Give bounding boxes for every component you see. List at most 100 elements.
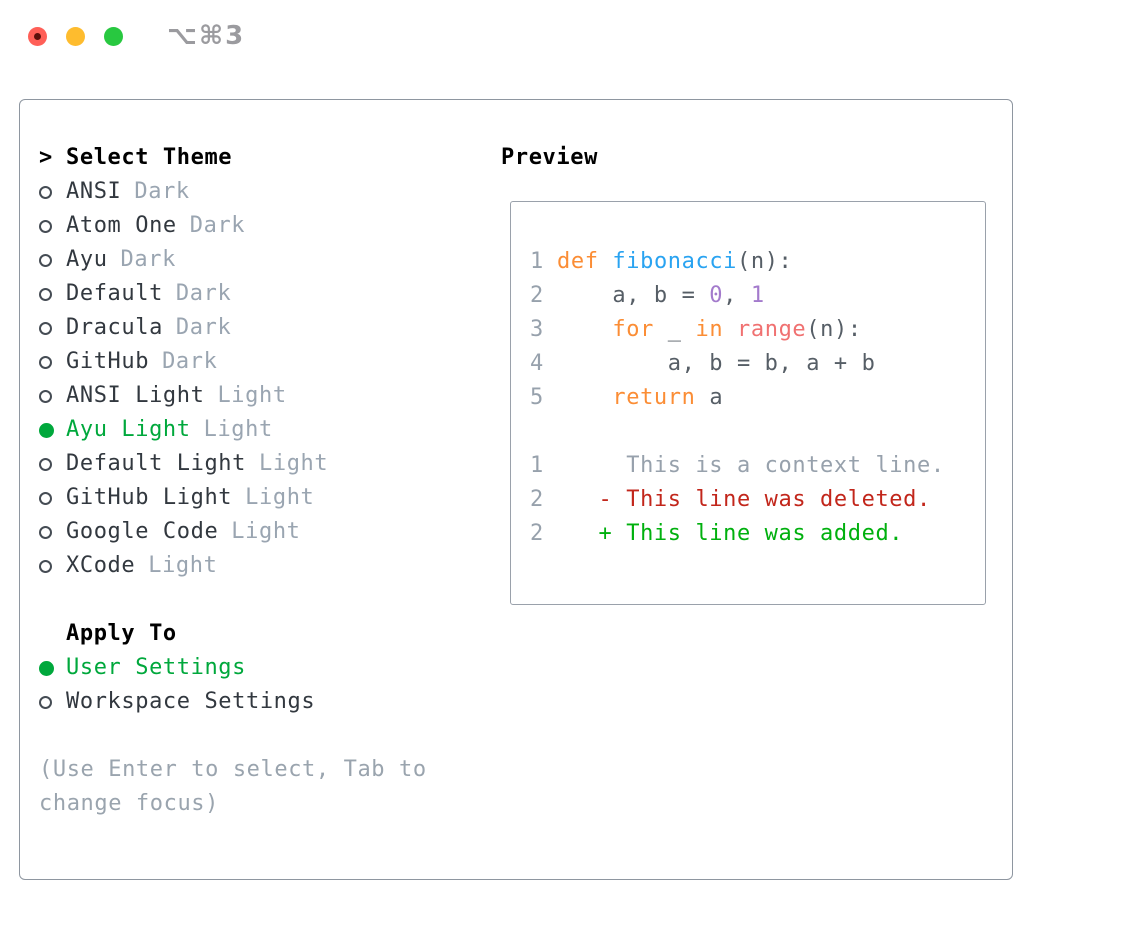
theme-item-tag: Dark: [120, 247, 176, 272]
code-token: 1: [750, 283, 765, 308]
theme-item[interactable]: XCode Light: [39, 549, 491, 583]
radio-marker: [39, 185, 66, 199]
radio-icon: [39, 422, 54, 438]
line-number: 3: [530, 317, 544, 342]
apply-to-list: User Settings Workspace Settings: [39, 651, 491, 719]
apply-to-option-label: Workspace Settings: [66, 689, 316, 714]
select-theme-title: Select Theme: [66, 145, 233, 170]
theme-item[interactable]: Google Code Light: [39, 515, 491, 549]
line-content: def fibonacci(n):: [557, 245, 792, 279]
theme-item-tag: Dark: [134, 179, 190, 204]
code-token: + This line was added.: [557, 521, 904, 546]
preview-title: Preview: [501, 145, 598, 170]
spacer: [39, 719, 491, 753]
radio-icon: [39, 559, 52, 573]
code-line: 2 - This line was deleted.: [530, 483, 985, 517]
code-token: return: [612, 385, 696, 410]
theme-item-label: Default: [66, 281, 163, 306]
select-theme-header: > Select Theme: [39, 141, 491, 175]
zoom-icon[interactable]: [104, 27, 123, 46]
code-token: range: [737, 317, 807, 342]
radio-marker: [39, 525, 66, 539]
code-token: [723, 317, 737, 342]
theme-item[interactable]: Dracula Dark: [39, 311, 491, 345]
radio-marker: [39, 389, 66, 403]
theme-item-tag: Light: [231, 519, 301, 544]
line-content: return a: [557, 381, 723, 415]
radio-marker: [39, 457, 66, 471]
theme-item[interactable]: Default Dark: [39, 277, 491, 311]
code-token: [557, 317, 612, 342]
code-token: [557, 385, 612, 410]
code-line: 2 + This line was added.: [530, 517, 985, 551]
code-token: [599, 249, 613, 274]
theme-item-label: ANSI: [66, 179, 122, 204]
code-token: a: [695, 385, 724, 410]
help-text: (Use Enter to select, Tab to change focu…: [39, 757, 427, 816]
theme-item-tag: Dark: [189, 213, 246, 238]
apply-to-option[interactable]: User Settings: [39, 651, 491, 685]
radio-marker: [39, 253, 66, 267]
code-token: fibonacci: [612, 249, 738, 274]
window-title: ⌥⌘3: [167, 21, 246, 51]
code-token: for: [612, 317, 654, 342]
code-lines: 1 def fibonacci(n): 2 a, b = 0, 1 3 for …: [530, 245, 985, 551]
radio-icon: [39, 253, 52, 267]
line-number: 2: [530, 521, 544, 546]
apply-to-option[interactable]: Workspace Settings: [39, 685, 491, 719]
theme-item[interactable]: ANSI Light Light: [39, 379, 491, 413]
theme-picker-panel: > Select Theme ANSI Dark Atom One Dark A…: [19, 99, 1013, 880]
radio-marker: [39, 660, 66, 676]
radio-icon: [39, 491, 52, 505]
theme-item-tag: Light: [148, 553, 218, 578]
apply-to-header: Apply To: [39, 617, 491, 651]
theme-item-label: GitHub Light: [66, 485, 233, 510]
code-line: 5 return a: [530, 381, 985, 415]
radio-marker: [39, 321, 66, 335]
theme-item[interactable]: Default Light Light: [39, 447, 491, 481]
line-content: - This line was deleted.: [557, 483, 931, 517]
line-number: 4: [530, 351, 544, 376]
radio-icon: [39, 389, 52, 403]
theme-item-label: Ayu Light: [66, 417, 191, 442]
apply-to-option-label: User Settings: [66, 655, 246, 680]
theme-item[interactable]: Atom One Dark: [39, 209, 491, 243]
code-token: ,: [723, 283, 751, 308]
code-line: 4 a, b = b, a + b: [530, 347, 985, 381]
radio-icon: [39, 660, 54, 676]
line-content: This is a context line.: [557, 449, 945, 483]
unsaved-dot-icon: [34, 33, 41, 40]
theme-item-tag: Light: [203, 417, 273, 442]
code-token: in: [695, 317, 724, 342]
theme-item[interactable]: Ayu Light Light: [39, 413, 491, 447]
radio-icon: [39, 525, 52, 539]
close-icon[interactable]: [28, 27, 47, 46]
radio-icon: [39, 219, 52, 233]
theme-item-label: Ayu: [66, 247, 108, 272]
code-token: This is a context line.: [557, 453, 945, 478]
radio-icon: [39, 457, 52, 471]
theme-item[interactable]: GitHub Dark: [39, 345, 491, 379]
line-number: 2: [530, 487, 544, 512]
theme-item[interactable]: ANSI Dark: [39, 175, 491, 209]
line-content: a, b = 0, 1: [557, 279, 765, 313]
code-line: [530, 415, 985, 449]
radio-icon: [39, 321, 52, 335]
minimize-icon[interactable]: [66, 27, 85, 46]
preview-box: 1 def fibonacci(n): 2 a, b = 0, 1 3 for …: [510, 201, 986, 605]
theme-item-tag: Dark: [162, 349, 218, 374]
apply-to-title: Apply To: [66, 621, 177, 646]
code-token: a, b = b, a + b: [557, 351, 876, 376]
theme-item[interactable]: Ayu Dark: [39, 243, 491, 277]
theme-item[interactable]: GitHub Light Light: [39, 481, 491, 515]
code-line: 3 for _ in range(n):: [530, 313, 985, 347]
line-number: 1: [530, 249, 544, 274]
radio-icon: [39, 355, 52, 369]
theme-item-tag: Dark: [175, 315, 232, 340]
code-token: 0: [709, 283, 724, 308]
theme-item-label: Default Light: [66, 451, 246, 476]
line-content: + This line was added.: [557, 517, 903, 551]
radio-marker: [39, 422, 66, 438]
line-content: for _ in range(n):: [557, 313, 862, 347]
theme-item-label: GitHub: [66, 349, 150, 374]
